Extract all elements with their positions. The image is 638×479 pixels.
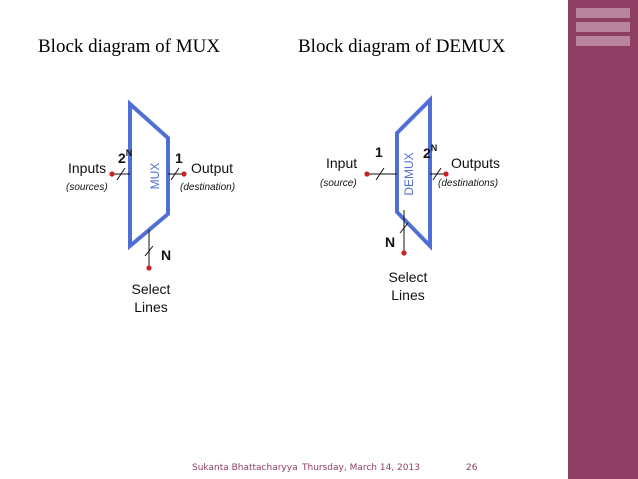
demux-block-label: DEMUX: [402, 152, 416, 195]
demux-input-count: 1: [375, 144, 383, 160]
demux-diagram: DEMUX 1 Input (source) 2N Outputs (desti…: [320, 95, 500, 303]
mux-input-count: 2N: [118, 148, 132, 166]
demux-output-count: 2N: [423, 143, 437, 161]
mux-block-label: MUX: [148, 163, 162, 190]
sidebar-stripe: [576, 8, 630, 18]
mux-output-sub: (destination): [180, 182, 235, 193]
demux-block: [395, 95, 432, 251]
demux-select-dot: [401, 250, 407, 256]
block-diagrams: MUX 2N Inputs (sources) 1 Output (destin…: [66, 95, 500, 315]
footer-date: Thursday, March 14, 2013: [302, 463, 420, 473]
demux-input-dot: [364, 171, 370, 177]
mux-diagram: MUX 2N Inputs (sources) 1 Output (destin…: [66, 99, 235, 315]
demux-output-dot: [443, 171, 449, 177]
demux-input-sub: (source): [320, 178, 357, 189]
mux-input-label: Inputs: [68, 160, 106, 176]
mux-input-dot: [109, 171, 115, 177]
demux-input-label: Input: [326, 155, 357, 171]
mux-select-slash: [144, 245, 154, 257]
mux-select-dot: [146, 265, 152, 271]
mux-input-slash: [116, 167, 126, 181]
footer-author: Sukanta Bhattacharyya: [192, 463, 298, 473]
mux-output-label: Output: [191, 160, 233, 176]
demux-select-label-1: Select: [389, 269, 428, 285]
mux-block: [128, 99, 170, 251]
footer-page-number: 26: [466, 463, 478, 473]
mux-select-count: N: [161, 247, 171, 263]
mux-title: Block diagram of MUX: [38, 36, 221, 57]
mux-output-dot: [181, 171, 187, 177]
sidebar-decoration: [568, 0, 638, 479]
mux-select-label-2: Lines: [134, 299, 167, 315]
mux-select-label-1: Select: [132, 281, 171, 297]
demux-output-slash: [432, 167, 442, 181]
demux-output-sub: (destinations): [438, 178, 498, 189]
demux-output-label: Outputs: [451, 155, 500, 171]
mux-output-slash: [170, 167, 180, 181]
mux-input-sub: (sources): [66, 182, 108, 193]
sidebar-stripe: [576, 22, 630, 32]
demux-title: Block diagram of DEMUX: [298, 36, 506, 57]
sidebar-stripe: [576, 36, 630, 46]
demux-select-label-2: Lines: [391, 287, 424, 303]
mux-output-count: 1: [175, 150, 183, 166]
demux-select-slash: [399, 222, 409, 234]
demux-select-count: N: [385, 234, 395, 250]
demux-input-slash: [375, 167, 385, 181]
